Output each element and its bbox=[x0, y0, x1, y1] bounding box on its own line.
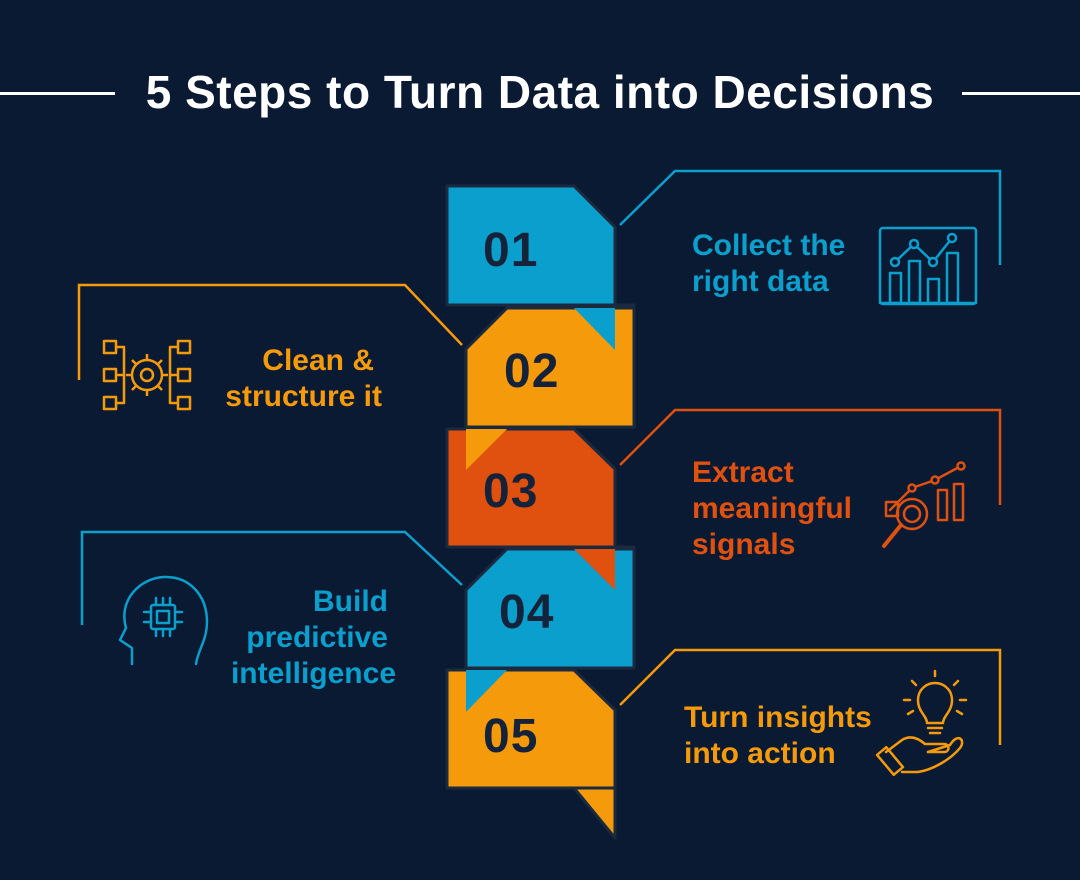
magnifier-chart-icon bbox=[882, 461, 966, 548]
bar-chart-icon bbox=[878, 226, 978, 306]
step-3-label: Extract meaningful signals bbox=[692, 455, 852, 563]
step-5-label-line-1: Turn insights bbox=[684, 701, 872, 734]
step-1-label-line-1: Collect the bbox=[692, 229, 846, 262]
step-4-tab-fold bbox=[466, 670, 507, 712]
step-4-label-line-1: Build bbox=[313, 585, 388, 618]
step-5-label: Turn insights into action bbox=[684, 700, 872, 772]
lightbulb-hand-icon bbox=[875, 669, 968, 777]
title-rule-left bbox=[0, 92, 115, 95]
step-1-block bbox=[445, 184, 617, 307]
step-5-tab bbox=[572, 786, 617, 840]
gear-network-icon bbox=[102, 339, 192, 411]
step-4-label-line-3: intelligence bbox=[230, 657, 396, 690]
step-3-label-line-2: meaningful bbox=[692, 492, 853, 525]
title-rule-right bbox=[962, 92, 1080, 95]
step-4-label-line-2: predictive bbox=[246, 621, 388, 654]
step-1-label-line-2: right data bbox=[692, 265, 829, 298]
step-5-block bbox=[445, 668, 617, 790]
step-2-label: Clean & structure it bbox=[196, 343, 382, 415]
step-3-block bbox=[445, 427, 617, 549]
step-5-number: 05 bbox=[483, 710, 539, 763]
step-1-number: 01 bbox=[483, 224, 539, 277]
connector-step-3 bbox=[619, 408, 1002, 505]
step-2-tab-fold bbox=[466, 429, 507, 470]
step-4-number: 04 bbox=[499, 586, 555, 639]
step-5-label-line-2: into action bbox=[684, 737, 836, 770]
ai-head-icon bbox=[118, 575, 209, 666]
step-2-label-line-2: structure it bbox=[225, 380, 382, 413]
connector-step-4 bbox=[80, 530, 463, 625]
step-1-tab-fold bbox=[574, 308, 615, 350]
connector-step-1 bbox=[619, 169, 1002, 265]
step-4-label: Build predictive intelligence bbox=[206, 584, 396, 692]
page-title: 5 Steps to Turn Data into Decisions bbox=[145, 66, 935, 118]
step-1-label: Collect the right data bbox=[692, 228, 845, 300]
connector-step-5 bbox=[619, 648, 1002, 745]
step-2-label-line-1: Clean & bbox=[262, 344, 374, 377]
step-2-number: 02 bbox=[504, 345, 560, 398]
step-3-label-line-1: Extract bbox=[692, 456, 794, 489]
step-3-tab-fold bbox=[574, 549, 615, 590]
step-3-label-line-3: signals bbox=[692, 528, 796, 561]
step-3-number: 03 bbox=[483, 465, 539, 518]
connector-step-2 bbox=[77, 283, 463, 380]
